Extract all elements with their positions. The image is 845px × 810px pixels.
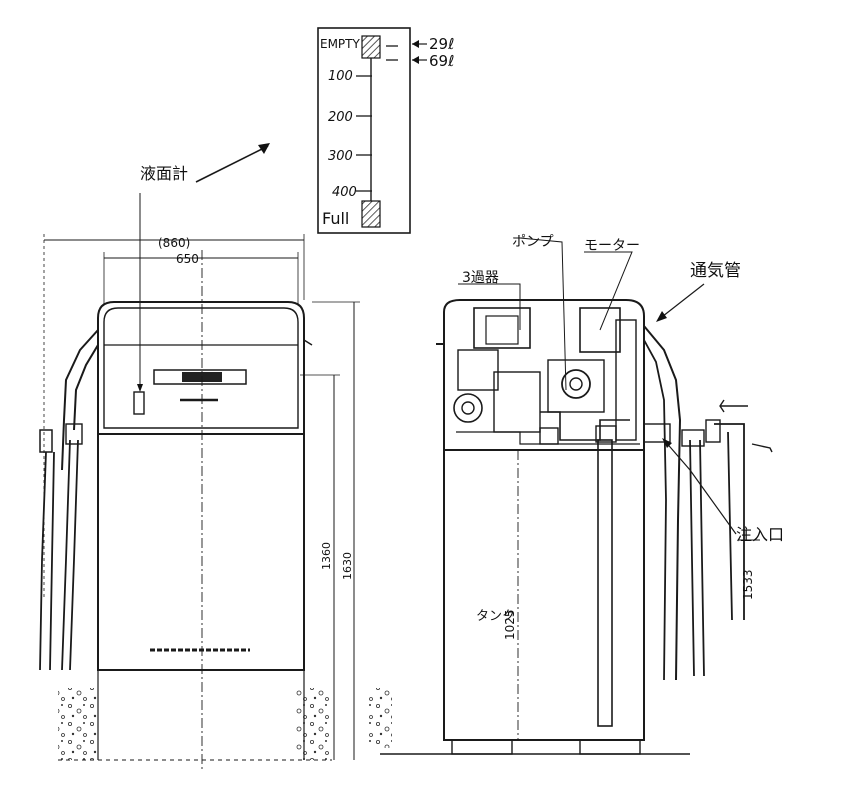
side-head-housing — [443, 299, 645, 451]
arrow-icon — [412, 40, 419, 48]
marker-29: 29ℓ — [429, 35, 454, 53]
gauge-empty-hatch — [361, 35, 381, 59]
gauge-full-hatch — [361, 200, 381, 228]
level-meter-label: 液面計 — [140, 164, 188, 183]
gauge-label-100: 100 — [328, 69, 353, 84]
filter-label: 3過器 — [462, 270, 499, 286]
ground-fill-right — [296, 688, 332, 760]
gauge-frame — [317, 27, 411, 234]
nozzle-side — [681, 429, 705, 447]
leader-line — [195, 145, 269, 183]
dim-height-2: 1630 — [341, 552, 354, 580]
ground-fill-side — [368, 688, 392, 748]
ground-fill-left — [58, 688, 98, 760]
inlet-pipe — [714, 423, 745, 621]
dim-outer-width: (860) — [158, 236, 190, 250]
tank-label: タンク — [476, 609, 515, 624]
gauge-label-empty: EMPTY — [320, 37, 361, 51]
price-display — [153, 369, 247, 385]
nozzle-left — [39, 429, 53, 453]
motor-box — [579, 307, 621, 353]
front-view: (860) 650 液面計 1360 1630 — [39, 164, 360, 770]
dim-tank: 1025 — [503, 609, 517, 640]
side-view: ポンプ モーター 3過器 通気管 タンク 1025 1533 注入口 — [368, 234, 784, 755]
vent-pipe-label: 通気管 — [690, 261, 741, 281]
inlet-label: 注入口 — [736, 525, 784, 544]
suction-pipe — [597, 439, 613, 727]
gauge-label-300: 300 — [328, 149, 353, 164]
gauge-label-200: 200 — [328, 110, 353, 125]
gauge-label-400: 400 — [332, 185, 357, 200]
level-gauge-scale: EMPTY 100 200 300 400 Full 29ℓ 69ℓ — [317, 27, 454, 234]
level-meter-window — [133, 391, 145, 415]
arrow-icon — [662, 438, 672, 448]
arrow-icon — [656, 311, 667, 322]
front-head-housing — [97, 301, 305, 435]
dim-inner-width: 650 — [176, 252, 199, 266]
side-lower-body — [443, 449, 645, 741]
valve-wheel — [453, 393, 483, 423]
pump-wheel — [561, 369, 591, 399]
hose-left-outer — [61, 329, 99, 471]
gauge-label-full: Full — [322, 209, 349, 228]
arrow-icon — [258, 143, 270, 154]
marker-69: 69ℓ — [429, 52, 454, 70]
front-lower-body — [97, 433, 305, 671]
arrow-icon — [412, 56, 419, 64]
hose-side-outer — [643, 325, 682, 681]
filter-box — [473, 307, 531, 349]
pump-label: ポンプ — [512, 234, 554, 250]
dim-pipe: 1533 — [741, 569, 755, 600]
motor-label: モーター — [584, 238, 640, 254]
dim-height-1: 1360 — [320, 542, 333, 570]
